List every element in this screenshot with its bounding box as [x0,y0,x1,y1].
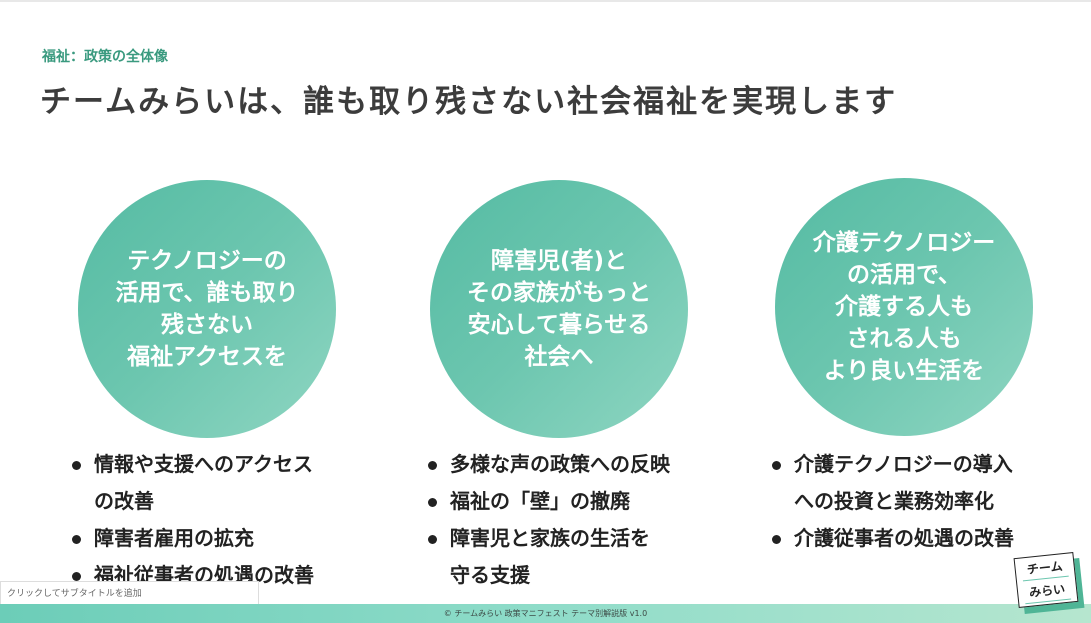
logo-line1: チーム [1020,555,1069,582]
team-mirai-logo: チーム みらい [1013,552,1085,614]
logo-line2: みらい [1023,578,1072,605]
list-item: 福祉の「壁」の撤廃 [424,483,670,520]
circle-text: テクノロジーの 活用で、誰も取り 残さない 福祉アクセスを [115,248,299,370]
circle-disability-support: 障害児(者)と その家族がもっと 安心して暮らせる 社会へ [430,180,688,438]
footer-copyright: © チームみらい 政策マニフェスト テーマ別解説版 v1.0 [0,604,1091,623]
list-item: 情報や支援へのアクセス の改善 [68,446,314,520]
circle-text: 介護テクノロジー の活用で、 介護する人も される人も より良い生活を [812,230,996,384]
list-item: 障害児と家族の生活を 守る支援 [424,520,670,594]
list-item: 障害者雇用の拡充 [68,520,314,557]
page-title: チームみらいは、誰も取り残さない社会福祉を実現します [40,84,898,120]
circle-care-technology: 介護テクノロジー の活用で、 介護する人も される人も より良い生活を [775,178,1033,436]
list-item: 介護テクノロジーの導入 への投資と業務効率化 [768,446,1014,520]
circle-technology-access: テクノロジーの 活用で、誰も取り 残さない 福祉アクセスを [78,180,336,438]
section-kicker: 福祉：政策の全体像 [42,49,168,65]
bullet-list-3: 介護テクノロジーの導入 への投資と業務効率化 介護従事者の処遇の改善 [768,446,1014,557]
logo-card: チーム みらい [1013,552,1079,608]
list-item: 介護従事者の処遇の改善 [768,520,1014,557]
bullet-list-2: 多様な声の政策への反映 福祉の「壁」の撤廃 障害児と家族の生活を 守る支援 [424,446,670,594]
subtitle-placeholder[interactable]: クリックしてサブタイトルを追加 [0,581,259,605]
bullet-list-1: 情報や支援へのアクセス の改善 障害者雇用の拡充 福祉従事者の処遇の改善 [68,446,314,594]
list-item: 多様な声の政策への反映 [424,446,670,483]
circle-text: 障害児(者)と その家族がもっと 安心して暮らせる 社会へ [467,248,651,370]
top-border [0,0,1091,2]
